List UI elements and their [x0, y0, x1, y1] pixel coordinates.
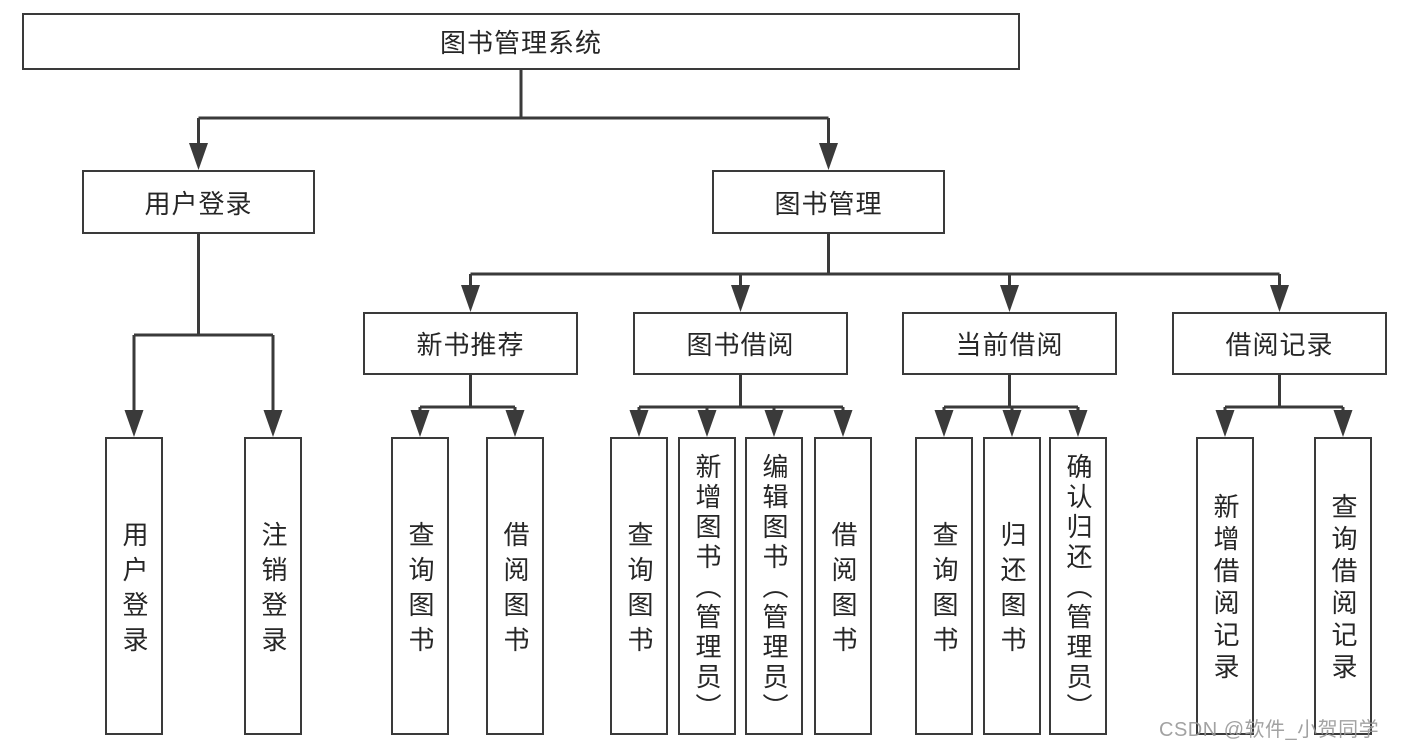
node-library-management-system: 图书管理系统: [22, 13, 1020, 70]
node-label: 借阅记录: [1225, 330, 1334, 360]
node-book-borrowing: 图书借阅: [633, 312, 848, 375]
leaf-add-borrow-record: 新增借阅记录: [1196, 437, 1254, 735]
leaf-logout: 注销登录: [244, 437, 302, 735]
node-label: 当前借阅: [955, 330, 1064, 360]
leaf-label: 新增图书（管理员）: [692, 453, 722, 723]
node-new-book-recommendation: 新书推荐: [363, 312, 578, 375]
node-borrowing-records: 借阅记录: [1172, 312, 1387, 375]
leaf-label: 借阅图书: [500, 520, 530, 661]
leaf-label: 归还图书: [997, 520, 1027, 661]
leaf-label: 借阅图书: [828, 520, 858, 661]
leaf-search-books: 查询图书: [391, 437, 449, 735]
leaf-search-borrow-record: 查询借阅记录: [1314, 437, 1372, 735]
leaf-label: 查询图书: [929, 520, 959, 661]
node-label: 用户登录: [144, 188, 253, 219]
leaf-label: 查询图书: [624, 520, 654, 661]
node-book-management: 图书管理: [712, 170, 945, 234]
node-label: 新书推荐: [416, 330, 525, 360]
leaf-label: 查询借阅记录: [1328, 493, 1358, 685]
node-user-login: 用户登录: [82, 170, 315, 234]
leaf-confirm-return-admin: 确认归还（管理员）: [1049, 437, 1107, 735]
leaf-add-books-admin: 新增图书（管理员）: [678, 437, 736, 735]
leaf-user-login: 用户登录: [105, 437, 163, 735]
node-label: 图书借阅: [686, 330, 795, 360]
watermark: CSDN @软件_小贺同学: [1159, 719, 1380, 741]
leaf-label: 查询图书: [405, 520, 435, 661]
leaf-label: 编辑图书（管理员）: [759, 453, 789, 723]
leaf-return-books: 归还图书: [983, 437, 1041, 735]
leaf-label: 新增借阅记录: [1210, 493, 1240, 685]
leaf-search-books: 查询图书: [610, 437, 668, 735]
leaf-borrow-books: 借阅图书: [814, 437, 872, 735]
leaf-label: 确认归还（管理员）: [1063, 453, 1093, 723]
leaf-search-books: 查询图书: [915, 437, 973, 735]
leaf-label: 注销登录: [258, 520, 288, 661]
leaf-borrow-books: 借阅图书: [486, 437, 544, 735]
node-label: 图书管理系统: [439, 28, 602, 58]
leaf-label: 用户登录: [119, 520, 149, 661]
node-label: 图书管理: [774, 188, 883, 219]
node-current-borrowing: 当前借阅: [902, 312, 1117, 375]
leaf-edit-books-admin: 编辑图书（管理员）: [745, 437, 803, 735]
